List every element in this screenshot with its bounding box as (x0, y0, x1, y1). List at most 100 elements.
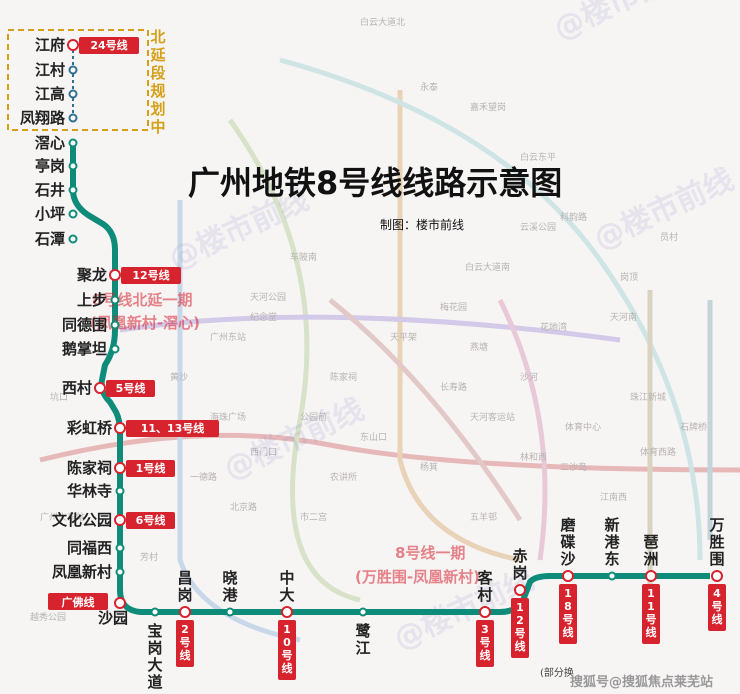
station-18[interactable]: 同福西 (67, 539, 125, 557)
station-12[interactable]: 鹅掌坦 (62, 340, 120, 358)
transfer-line-label: 5号线 (116, 381, 146, 395)
station-10[interactable]: 上步 (77, 291, 120, 309)
transfer-line-char: 号 (646, 613, 657, 626)
bg-station-label: 林和西 (520, 451, 547, 463)
station-16[interactable]: 华林寺 (67, 482, 125, 500)
bg-station-label: 北京路 (230, 501, 257, 513)
transfer-badge (126, 420, 219, 437)
transfer-line-char: 线 (180, 648, 191, 662)
bg-station-label: 海珠广场 (210, 411, 246, 423)
station-name-char: 大 (147, 656, 162, 674)
credit-text: 制图：楼市前线 (380, 217, 464, 232)
transfer-line-char: 2 (181, 623, 189, 636)
station-4[interactable]: 滘心 (35, 134, 78, 152)
bg-station-label: 公园前 (300, 411, 327, 423)
watermark-text: @楼市前线 (549, 0, 700, 47)
station-6[interactable]: 石井 (34, 181, 78, 199)
bg-station-label: 天平架 (390, 332, 417, 343)
bg-line-1 (177, 200, 301, 643)
bg-station-label: 杨箕 (420, 461, 438, 473)
station-dot (150, 607, 160, 617)
station-name-char: 江 (355, 639, 370, 657)
transfer-line-char: 1 (647, 587, 655, 600)
station-name-char: 岗 (512, 564, 527, 582)
station-name: 凤翔路 (20, 109, 66, 127)
bg-station-label: 江南西 (600, 491, 627, 503)
station-b3[interactable]: 晓港 (222, 569, 238, 617)
station-dot (67, 39, 79, 51)
transfer-line-char: 号 (282, 649, 293, 662)
station-11[interactable]: 同德围 (62, 316, 120, 334)
transfer-line-char: 线 (282, 661, 293, 675)
station-dot (110, 320, 120, 330)
station-3[interactable]: 凤翔路 (20, 109, 78, 127)
station-name-char: 碟 (560, 533, 575, 551)
station-name: 上步 (77, 291, 107, 309)
transfer-badge (559, 584, 577, 644)
station-dot (110, 344, 120, 354)
transfer-line-char: 线 (712, 612, 723, 626)
station-name-char: 鹭 (355, 622, 371, 640)
station-b9[interactable]: 新港东 (604, 516, 620, 581)
bg-station-label: 天河南 (610, 311, 637, 323)
bg-line-2 (227, 118, 361, 603)
station-dot (179, 606, 191, 618)
bg-station-label: 西门口 (250, 446, 277, 458)
station-name: 同福西 (67, 539, 112, 557)
transfer-badge (79, 37, 139, 54)
station-dot (68, 161, 78, 171)
bg-station-label: 嘉禾望岗 (470, 101, 506, 113)
station-1[interactable]: 江村 (35, 61, 78, 79)
station-dot (68, 113, 78, 123)
station-dot (358, 607, 368, 617)
planned-label-char: 延 (149, 46, 166, 64)
bg-station-label: 一德路 (190, 471, 217, 483)
station-b5[interactable]: 鹭江 (355, 607, 371, 658)
transfer-line-label: 24号线 (90, 38, 127, 52)
bg-station-label: 广州东站 (210, 331, 246, 343)
station-19[interactable]: 凤凰新村 (52, 563, 125, 581)
station-name: 小坪 (35, 205, 65, 223)
bg-station-label: 岗顶 (620, 272, 638, 283)
station-7[interactable]: 小坪 (35, 205, 78, 223)
bg-station-label: 天河公园 (250, 291, 286, 303)
bg-station-label: 白云东平 (520, 151, 556, 163)
transfer-line-char: 号 (563, 613, 574, 626)
station-8[interactable]: 石潭 (34, 230, 78, 248)
station-2[interactable]: 江高 (35, 85, 78, 103)
station-dot (479, 606, 491, 618)
bg-station-label: 员村 (660, 231, 678, 243)
station-name-char: 沙 (560, 550, 575, 568)
bg-station-label: 芳村 (140, 551, 158, 563)
bg-line-6 (497, 298, 548, 561)
bg-station-label: 花地湾 (540, 321, 567, 333)
station-name-char: 磨 (559, 516, 576, 534)
station-dot (114, 514, 126, 526)
footer-note: (部分换 (540, 666, 574, 679)
station-5[interactable]: 亭岗 (35, 157, 78, 175)
station-dot (115, 486, 125, 496)
bg-station-label: 梅花园 (440, 301, 467, 313)
transfer-badge (511, 598, 529, 658)
transfer-badge (126, 460, 175, 477)
transfer-line-char: 1 (564, 587, 572, 600)
transfer-badge (176, 620, 194, 667)
transfer-line-char: 1 (516, 601, 524, 614)
